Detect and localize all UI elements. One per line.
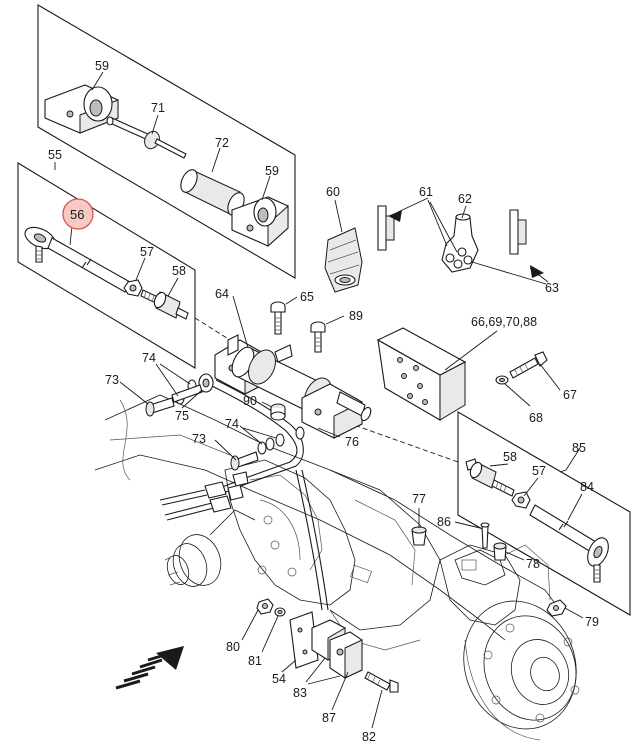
label-84: 84 [580, 480, 594, 494]
label-60: 60 [326, 185, 340, 199]
sleeve-kit-box [37, 4, 296, 279]
label-76: 76 [345, 435, 359, 449]
label-57-right: 57 [532, 464, 546, 478]
tie-rod-kit-box-right [457, 411, 631, 616]
label-57-left: 57 [140, 245, 154, 259]
washer-part-68 [495, 375, 509, 385]
label-86: 86 [437, 515, 451, 529]
tie-rod-part-56 [24, 226, 131, 293]
bolt-part-82 [364, 671, 399, 693]
label-83: 83 [293, 686, 307, 700]
nut-part-57-right [511, 491, 531, 509]
label-82: 82 [362, 730, 376, 744]
label-79: 79 [585, 615, 599, 629]
label-80: 80 [226, 640, 240, 654]
label-67: 67 [563, 388, 577, 402]
label-87: 87 [322, 711, 336, 725]
label-59-top: 59 [95, 59, 109, 73]
nut-part-79 [546, 599, 567, 617]
label-90: 90 [243, 394, 257, 408]
label-64: 64 [215, 287, 229, 301]
bolt-part-65 [270, 301, 286, 335]
bushing-part-90 [270, 403, 286, 421]
bracket-part-59-bottom [231, 196, 289, 248]
bracket-part-59-top [44, 84, 119, 134]
label-81: 81 [248, 654, 262, 668]
ball-joint-part-58-left [140, 289, 189, 320]
boot-part-60 [324, 227, 363, 293]
nut-part-80 [256, 598, 274, 615]
label-65: 65 [300, 290, 314, 304]
label-75: 75 [175, 409, 189, 423]
clamp-block-part-83 [311, 619, 363, 679]
label-89: 89 [349, 309, 363, 323]
label-58-right: 58 [503, 450, 517, 464]
tie-rod-kit-box-left [17, 162, 196, 369]
label-61: 61 [419, 185, 433, 199]
banjo-bolt-part-73-upper [145, 397, 175, 417]
label-55: 55 [48, 148, 62, 162]
mounting-bracket-part-66 [376, 327, 467, 421]
grease-fitting-part-62 [441, 213, 479, 273]
label-72: 72 [215, 136, 229, 150]
axle-housing [94, 394, 580, 741]
washer-part-81 [274, 607, 286, 617]
label-73-lower: 73 [192, 432, 206, 446]
label-56: 56 [70, 207, 84, 222]
screw-part-86 [480, 522, 490, 549]
plug-part-77 [411, 526, 427, 546]
highlight-circle-56 [62, 198, 94, 230]
seal-part-61-left [377, 205, 395, 251]
bolt-part-67 [509, 351, 548, 379]
seal-part-61-right [509, 209, 527, 255]
ball-joint-part-58-right [465, 458, 515, 497]
hydraulic-hoses [159, 379, 329, 611]
label-74-upper: 74 [142, 351, 156, 365]
label-59-bottom: 59 [265, 164, 279, 178]
label-85: 85 [572, 441, 586, 455]
banjo-bolt-part-73-lower [230, 451, 259, 471]
label-63: 63 [545, 281, 559, 295]
label-62: 62 [458, 192, 472, 206]
label-78: 78 [526, 557, 540, 571]
tie-rod-part-84 [529, 504, 609, 583]
steering-cylinder-part-64 [194, 317, 459, 463]
washer-part-74-lower [257, 426, 305, 455]
bolt-part-71 [106, 116, 187, 159]
nut-part-57-left [123, 279, 143, 297]
banjo-fitting-part-75 [171, 373, 214, 403]
label-77: 77 [412, 492, 426, 506]
label-68: 68 [529, 411, 543, 425]
label-74-lower: 74 [225, 417, 239, 431]
leader-lines [54, 71, 584, 729]
direction-arrow-icon [115, 646, 184, 690]
label-54: 54 [272, 672, 286, 686]
part-labels: 59 71 72 59 55 56 57 58 60 61 62 63 64 6… [48, 59, 599, 744]
clamp-plate-part-54 [289, 611, 319, 669]
label-71: 71 [151, 101, 165, 115]
label-58-left: 58 [172, 264, 186, 278]
plug-part-78 [493, 542, 507, 561]
label-66-69-70-88: 66,69,70,88 [471, 315, 537, 329]
label-73-upper: 73 [105, 373, 119, 387]
bolt-part-89 [310, 321, 326, 353]
